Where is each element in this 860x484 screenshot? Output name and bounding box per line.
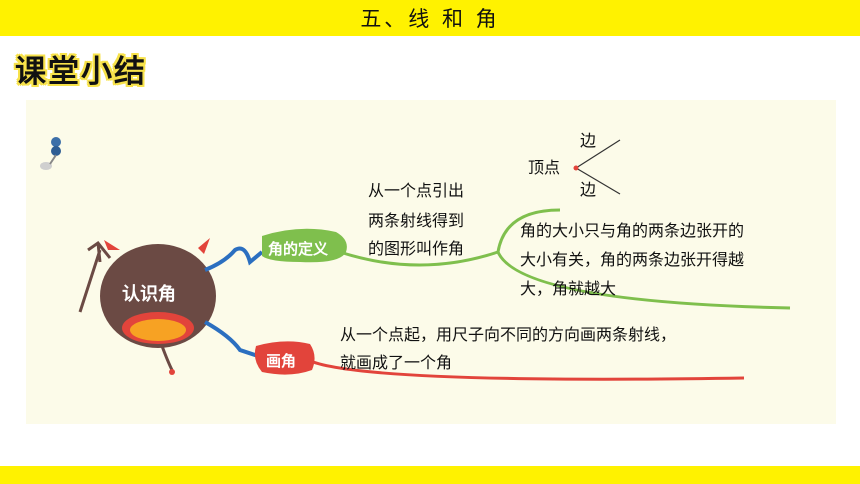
- header-title: 五、线 和 角: [360, 7, 500, 31]
- definition-line-2: 两条射线得到: [368, 211, 465, 230]
- angle-illustration: [573, 139, 621, 195]
- size-note-line-1: 角的大小只与角的两条边张开的: [520, 221, 745, 240]
- center-node-label: 认识角: [122, 284, 176, 305]
- method-line-2: 就画成了一个角: [340, 353, 453, 372]
- drawing-node-label: 画角: [266, 352, 297, 370]
- size-note-line-3: 大，角就越大: [520, 279, 617, 298]
- definition-fork-down: [496, 251, 791, 310]
- trident-icon: [78, 240, 112, 313]
- definition-node-shape: [262, 228, 347, 263]
- size-note-line-2: 大小有关，角的两条边张开得越: [520, 250, 745, 269]
- definition-line-1: 从一个点引出: [368, 181, 465, 200]
- header-bar: 五、线 和 角: [0, 0, 860, 36]
- footer-bar: [0, 466, 860, 484]
- method-line-1: 从一个点起，用尺子向不同的方向画两条射线，: [340, 325, 677, 344]
- drawing-branch-line: [307, 358, 745, 381]
- vertex-label: 顶点: [528, 158, 561, 177]
- drawing-node-shape: [254, 341, 315, 375]
- section-title: 课堂小结: [15, 54, 147, 90]
- connector-definition: [204, 246, 264, 272]
- definition-node-label: 角的定义: [268, 240, 329, 258]
- side-bottom-label: 边: [580, 180, 597, 199]
- connector-drawing: [204, 320, 259, 358]
- definition-fork-up: [496, 208, 561, 253]
- monster-illustration: [100, 238, 216, 375]
- side-top-label: 边: [580, 131, 597, 150]
- definition-branch-line: [339, 250, 499, 267]
- push-pin-icon: [40, 137, 61, 170]
- definition-line-3: 的图形叫作角: [368, 239, 465, 258]
